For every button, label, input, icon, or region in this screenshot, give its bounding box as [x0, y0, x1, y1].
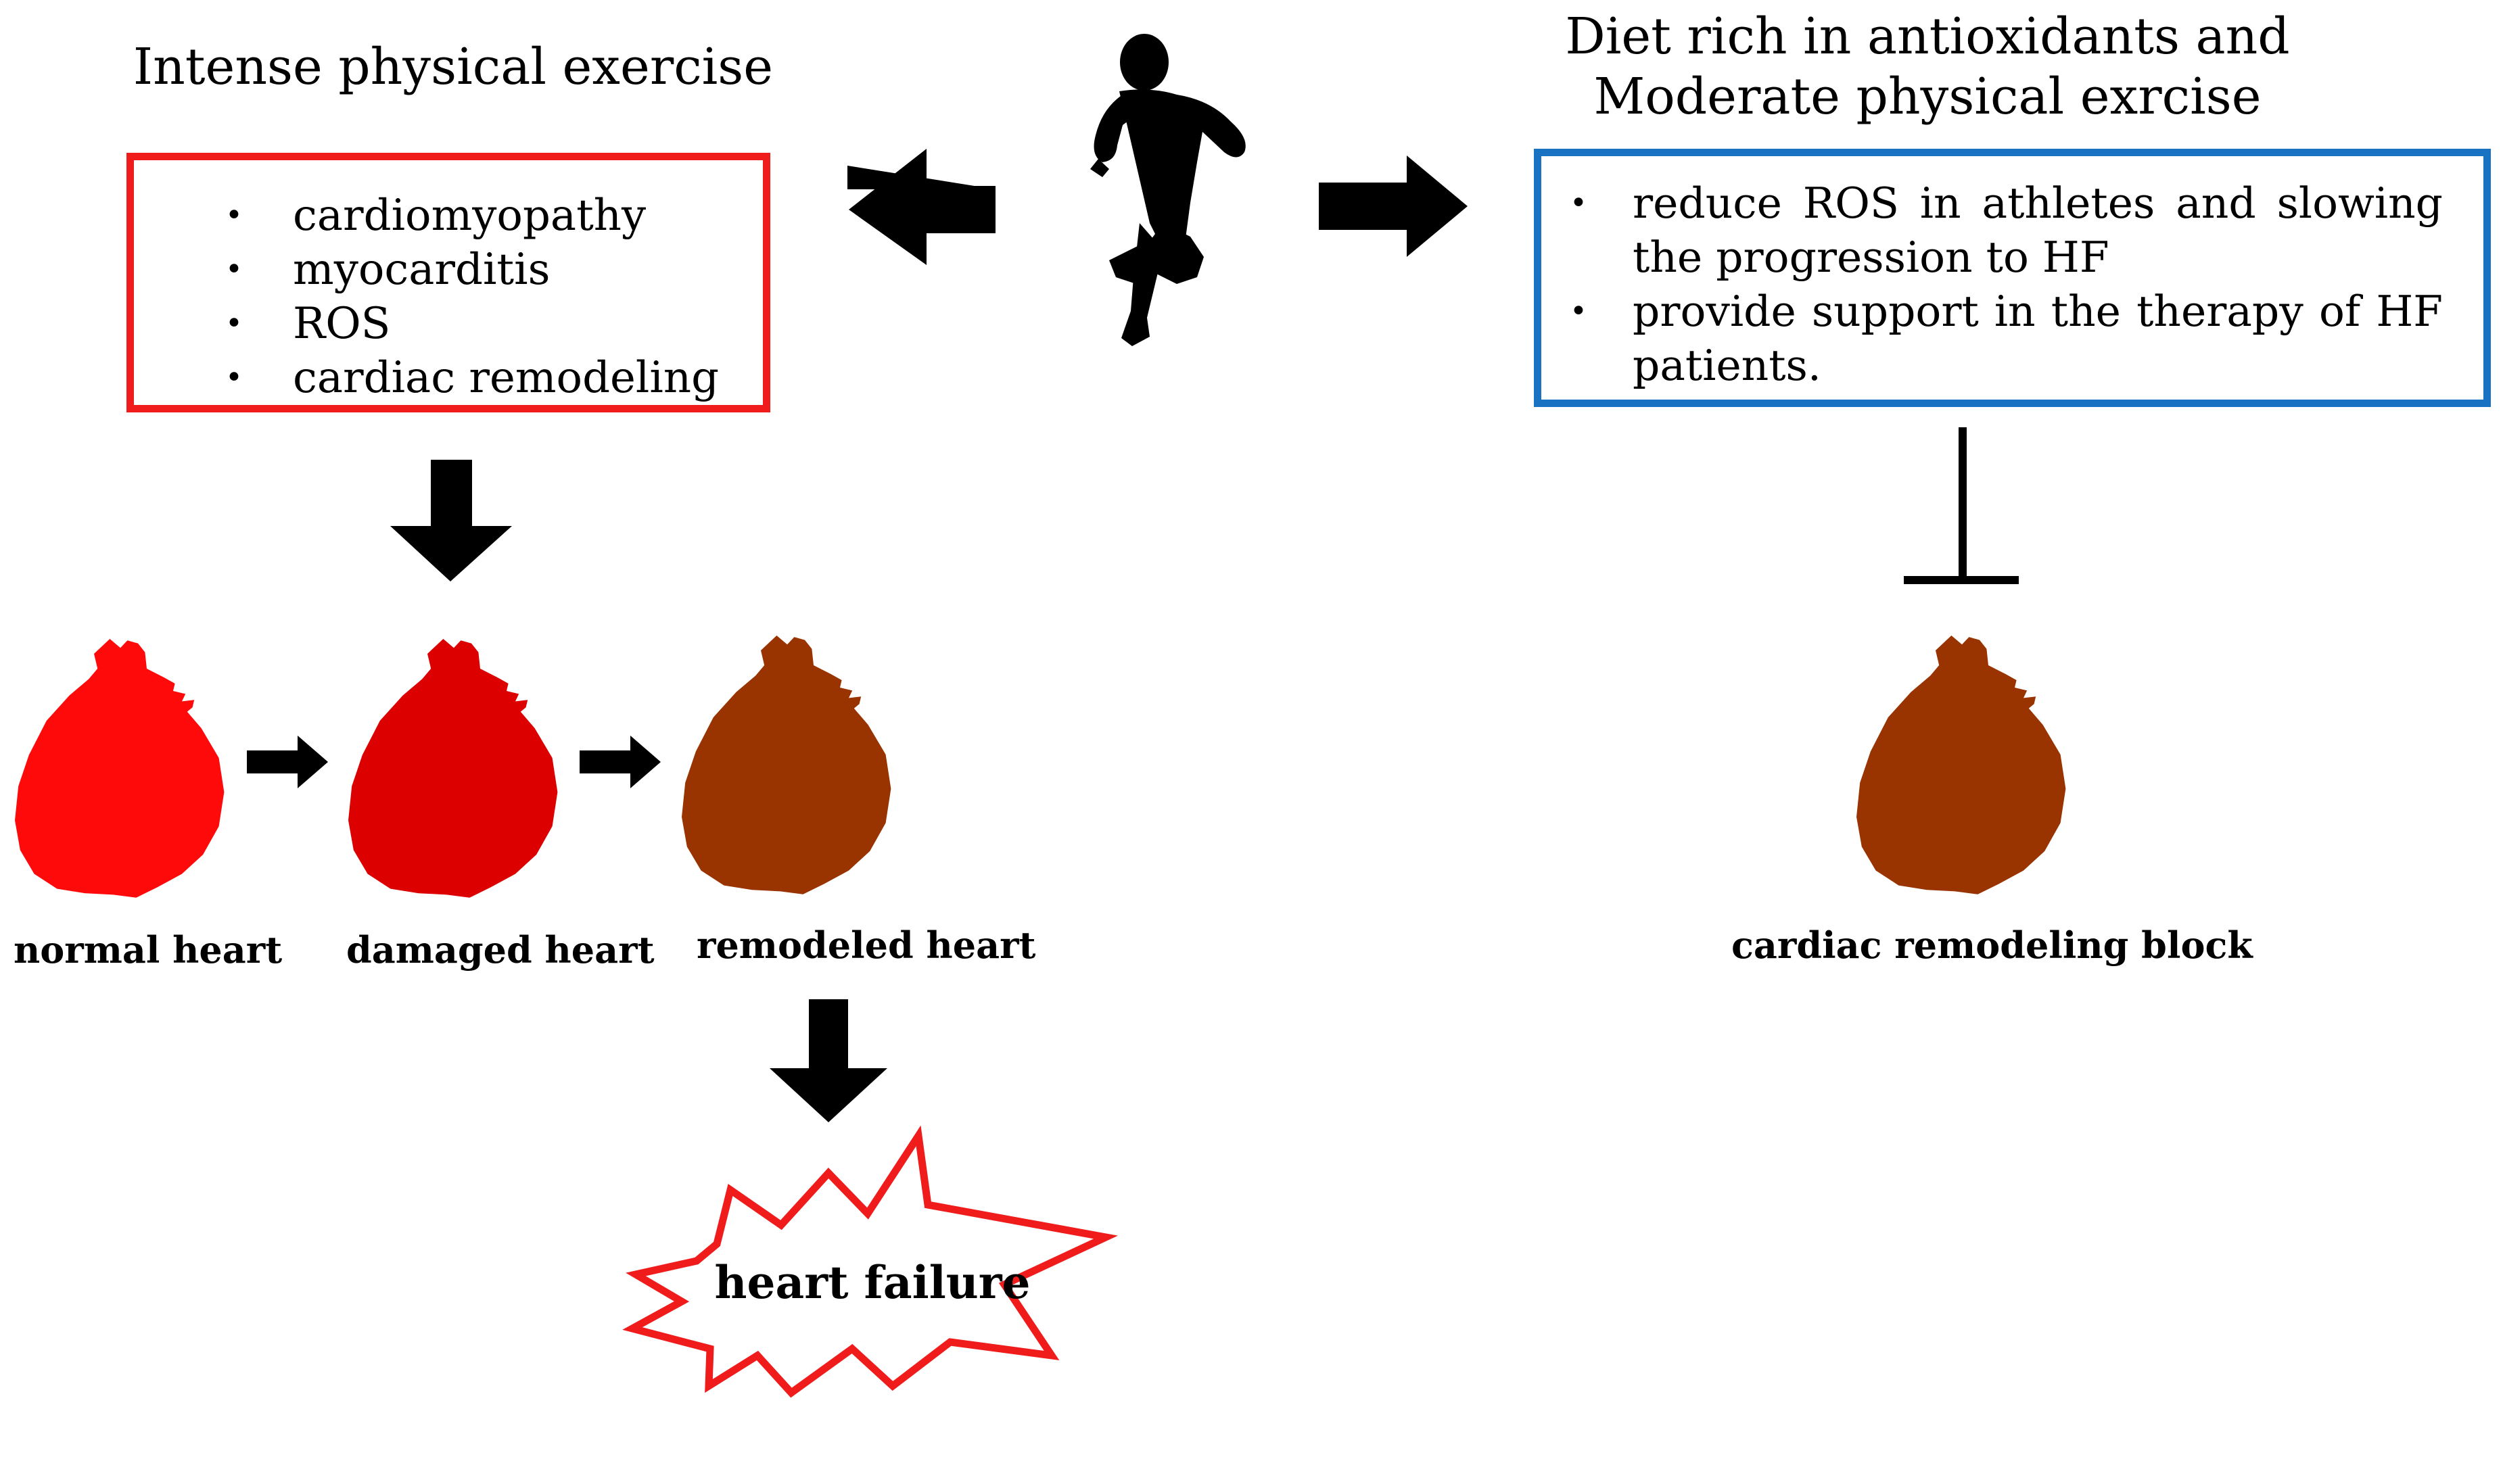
- inhibition-symbol: [1904, 427, 2019, 584]
- remodeled-heart-label: remodeled heart: [697, 924, 1036, 967]
- intense-exercise-effects-box: cardiomyopathy myocarditis ROS cardiac r…: [126, 153, 770, 412]
- diet-title-line-2: Moderate physical exrcise: [1593, 67, 2262, 126]
- effects-list: cardiomyopathy myocarditis ROS cardiac r…: [134, 160, 763, 405]
- effect-item: myocarditis: [134, 243, 763, 297]
- normal-heart-label: normal heart: [14, 928, 283, 972]
- blocked-remodeling-heart-icon: [1856, 636, 2066, 894]
- heart-failure-label: heart failure: [714, 1256, 1031, 1309]
- effect-item: ROS: [134, 297, 763, 351]
- arrow-damaged-to-remodeled: [580, 736, 661, 788]
- benefit-item: reduce ROS in athletes and slowing the p…: [1541, 176, 2443, 285]
- diet-benefits-box: reduce ROS in athletes and slowing the p…: [1534, 149, 2491, 407]
- cardiac-remodeling-block-label: cardiac remodeling block: [1731, 924, 2253, 967]
- left-block-arrow: [849, 149, 996, 265]
- down-arrow-to-hearts: [390, 460, 512, 581]
- normal-heart-icon: [15, 639, 225, 898]
- arrow-normal-to-damaged: [247, 736, 328, 788]
- down-arrow-to-heart-failure: [770, 999, 887, 1122]
- benefit-item: provide support in the therapy of HF pat…: [1541, 285, 2443, 393]
- remodeled-heart-icon: [682, 636, 891, 894]
- effect-item: cardiac remodeling: [134, 351, 763, 405]
- diet-moderate-exercise-title: Diet rich in antioxidants and Moderate p…: [1488, 7, 2367, 127]
- effect-item: cardiomyopathy: [134, 189, 763, 243]
- benefits-list: reduce ROS in athletes and slowing the p…: [1541, 156, 2483, 393]
- right-block-arrow: [1319, 155, 1468, 257]
- damaged-heart-label: damaged heart: [346, 928, 655, 972]
- heart-failure-burst: [622, 1125, 1118, 1398]
- intense-exercise-title: Intense physical exercise: [133, 38, 774, 96]
- diet-title-line-1: Diet rich in antioxidants and: [1565, 7, 2290, 66]
- runner-icon: [1090, 34, 1246, 346]
- damaged-heart-icon: [348, 639, 558, 898]
